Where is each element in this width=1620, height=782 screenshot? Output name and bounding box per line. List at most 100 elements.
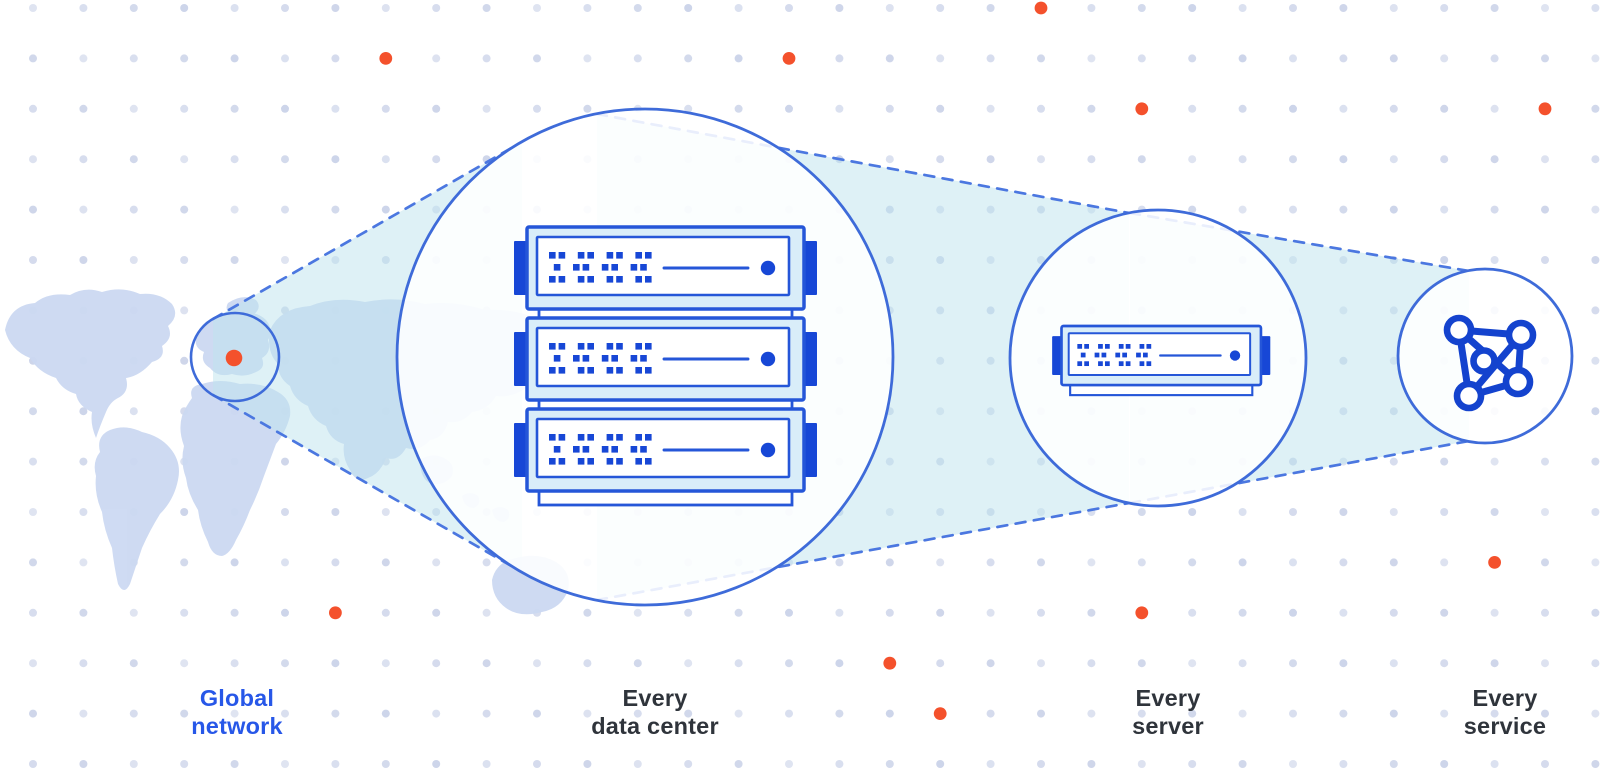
accent-orange-dot xyxy=(782,52,796,65)
grid-dot xyxy=(633,659,642,668)
vent-dot xyxy=(558,276,566,283)
grid-dot xyxy=(1490,4,1499,12)
grid-dot xyxy=(432,54,441,63)
grid-dot xyxy=(986,54,995,63)
vent-dot xyxy=(1139,344,1145,349)
grid-dot xyxy=(1087,104,1096,113)
grid-dot xyxy=(785,709,793,718)
accent-orange-dot xyxy=(1488,556,1501,569)
grid-dot xyxy=(936,760,945,768)
grid-dot xyxy=(29,4,37,12)
grid-dot xyxy=(684,54,693,63)
grid-dot xyxy=(129,54,138,63)
grid-dot xyxy=(180,508,189,516)
grid-dot xyxy=(885,104,894,113)
vent-dot xyxy=(1115,352,1121,358)
grid-dot xyxy=(1591,54,1600,63)
grid-dot xyxy=(785,608,793,617)
grid-dot xyxy=(1591,155,1600,164)
grid-dot xyxy=(835,558,844,567)
grid-dot xyxy=(1289,760,1297,768)
grid-dot xyxy=(29,155,37,164)
vent-dot xyxy=(606,434,614,441)
vent-dot xyxy=(587,458,594,465)
grid-dot xyxy=(79,659,88,668)
vent-dot xyxy=(645,458,652,465)
vent-dot xyxy=(1104,361,1110,367)
label-line: service xyxy=(1463,712,1547,739)
grid-dot xyxy=(1339,54,1348,63)
vent-dot xyxy=(645,252,652,259)
vent-dot xyxy=(616,458,623,465)
grid-dot xyxy=(180,256,189,264)
grid-dot xyxy=(129,256,138,264)
dashed-line xyxy=(211,393,524,574)
grid-dot xyxy=(281,760,289,768)
vent-dot xyxy=(616,276,623,283)
grid-dot xyxy=(936,54,945,63)
grid-dot xyxy=(583,54,592,63)
grid-dot xyxy=(1490,659,1499,668)
vent-dot xyxy=(645,343,652,350)
grid-dot xyxy=(1037,709,1045,718)
label-line: Every xyxy=(622,685,688,711)
grid-dot xyxy=(684,709,693,718)
grid-dot xyxy=(1339,760,1348,768)
vent-dot xyxy=(577,434,585,441)
grid-dot xyxy=(230,54,239,63)
grid-dot xyxy=(281,104,289,113)
grid-dot xyxy=(1440,457,1449,466)
grid-dot xyxy=(1490,760,1499,768)
accent-orange-dot xyxy=(379,52,393,65)
vent-dot xyxy=(611,264,618,271)
grid-dot xyxy=(432,558,441,567)
grid-dot xyxy=(1339,104,1348,113)
vent-dot xyxy=(577,276,585,283)
grid-dot xyxy=(835,608,844,617)
vent-dot xyxy=(582,355,590,362)
grid-dot xyxy=(79,508,88,516)
grid-dot xyxy=(281,659,289,668)
grid-dot xyxy=(1591,205,1600,214)
label-line: server xyxy=(1132,712,1204,739)
vent-dot xyxy=(635,343,642,350)
grid-dot xyxy=(432,155,441,164)
grid-dot xyxy=(885,709,894,718)
grid-dot xyxy=(432,104,441,113)
vent-dot xyxy=(553,446,561,453)
grid-dot xyxy=(1188,205,1197,214)
grid-dot xyxy=(1440,558,1449,567)
grid-dot xyxy=(180,104,189,113)
grid-dot xyxy=(734,760,743,768)
grid-dot xyxy=(381,709,390,718)
grid-dot xyxy=(684,4,693,12)
grid-dot xyxy=(1339,508,1348,516)
vent-dot xyxy=(1080,352,1086,358)
grid-dot xyxy=(1389,608,1398,617)
grid-dot xyxy=(986,4,995,12)
grid-dot xyxy=(583,4,592,12)
dashed-line xyxy=(595,501,1131,602)
dashed-line xyxy=(595,112,1131,215)
grid-dot xyxy=(482,558,491,567)
vent-dot xyxy=(549,434,556,441)
grid-dot xyxy=(835,760,844,768)
grid-dot xyxy=(885,155,894,164)
grid-dot xyxy=(1440,155,1449,164)
grid-dot xyxy=(79,608,88,617)
grid-dot xyxy=(684,659,693,668)
grid-dot xyxy=(1541,4,1549,12)
grid-dot xyxy=(1289,608,1297,617)
grid-dot xyxy=(1541,457,1549,466)
grid-dot xyxy=(230,155,239,164)
grid-dot xyxy=(1188,54,1197,63)
grid-dot xyxy=(1137,54,1146,63)
grid-dot xyxy=(482,4,491,12)
grid-dot xyxy=(1289,508,1297,516)
grid-dot xyxy=(1541,256,1549,264)
continent-north-america xyxy=(5,289,176,438)
vent-dot xyxy=(606,276,614,283)
grid-dot xyxy=(1037,760,1045,768)
accent-orange-dot xyxy=(883,656,897,670)
grid-dot xyxy=(129,155,138,164)
